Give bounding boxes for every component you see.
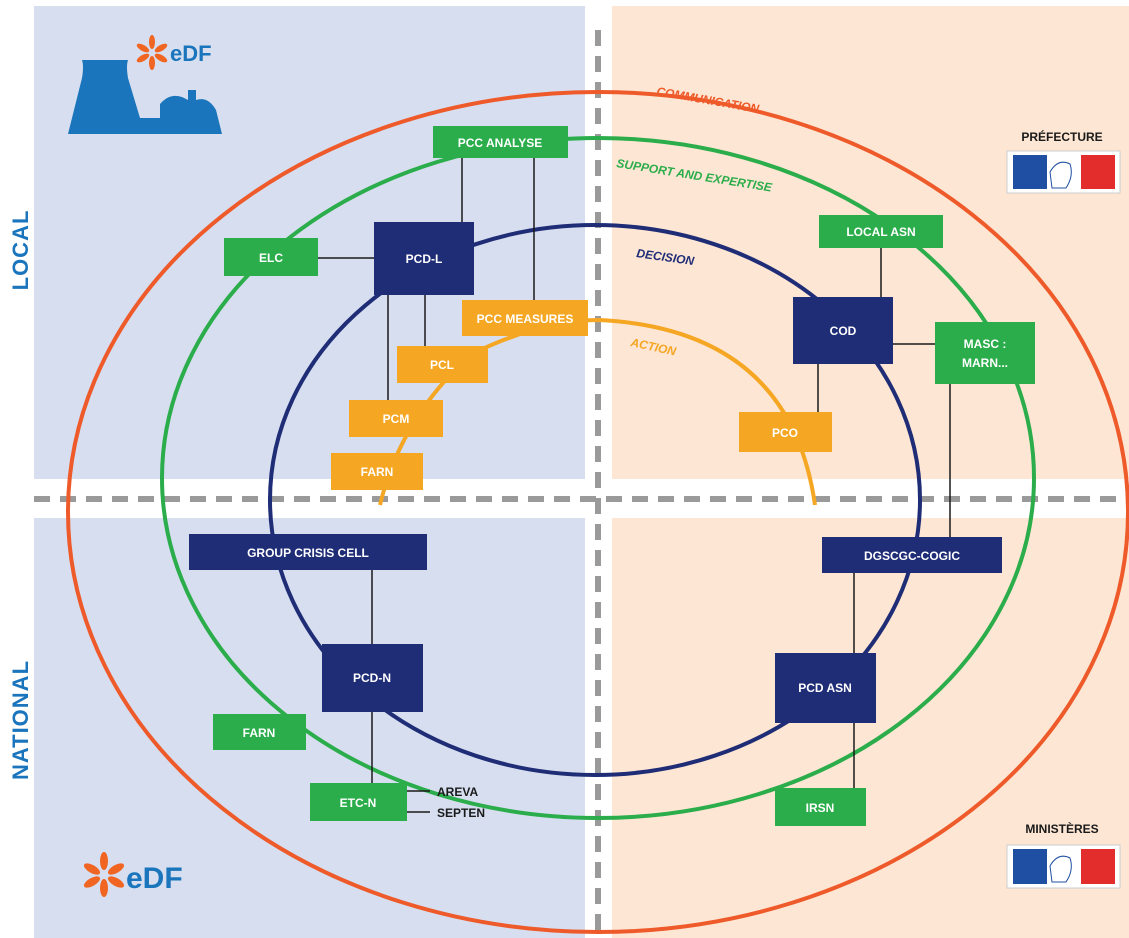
edf-logo-top: eDF <box>68 35 222 134</box>
svg-text:MARN...: MARN... <box>962 356 1008 370</box>
power-plant-icon <box>68 60 222 134</box>
marianne-flag-icon-ministeres <box>1006 844 1121 889</box>
etc-n-box: ETC-N <box>310 783 407 821</box>
irsn-box: IRSN <box>775 788 866 826</box>
edf-logo-bottom: eDF <box>83 852 183 897</box>
local-label: LOCAL <box>8 210 33 291</box>
svg-text:PCD ASN: PCD ASN <box>798 681 852 695</box>
pcd-n-box: PCD-N <box>322 644 423 712</box>
cod-box: COD <box>793 297 893 364</box>
svg-text:PCC ANALYSE: PCC ANALYSE <box>458 136 542 150</box>
decision-ring <box>268 223 922 777</box>
ministeres-label: MINISTÈRES <box>1025 821 1098 836</box>
pco-box: PCO <box>739 412 832 452</box>
svg-text:ELC: ELC <box>259 251 283 265</box>
svg-text:PCO: PCO <box>772 426 798 440</box>
marianne-flag-icon-prefecture <box>1006 150 1121 194</box>
pcl-box: PCL <box>397 346 488 383</box>
svg-text:COD: COD <box>830 324 857 338</box>
septen-label: SEPTEN <box>437 806 485 820</box>
communication-ring <box>66 90 1129 934</box>
svg-text:LOCAL ASN: LOCAL ASN <box>846 225 915 239</box>
local-asn-box: LOCAL ASN <box>819 215 943 248</box>
svg-text:PCM: PCM <box>383 412 410 426</box>
pcd-l-box: PCD-L <box>374 222 474 295</box>
national-label: NATIONAL <box>8 660 33 780</box>
dgscgc-cogic-box: DGSCGC-COGIC <box>822 537 1002 573</box>
support-expertise-ring <box>160 136 1036 820</box>
pcc-analyse-box: PCC ANALYSE <box>433 126 568 158</box>
masc-marn-box: MASC : MARN... <box>935 322 1035 384</box>
prefecture-label: PRÉFECTURE <box>1021 129 1102 144</box>
connector-lines <box>318 158 951 813</box>
svg-text:DGSCGC-COGIC: DGSCGC-COGIC <box>864 549 960 563</box>
farn-national-box: FARN <box>213 714 306 750</box>
elc-box: ELC <box>224 238 318 276</box>
svg-text:ETC-N: ETC-N <box>340 796 377 810</box>
svg-text:GROUP CRISIS CELL: GROUP CRISIS CELL <box>247 546 369 560</box>
svg-text:IRSN: IRSN <box>806 801 835 815</box>
svg-text:PCC MEASURES: PCC MEASURES <box>477 312 574 326</box>
pcm-box: PCM <box>349 400 443 437</box>
pcc-measures-box: PCC MEASURES <box>462 300 588 336</box>
pcd-asn-box: PCD ASN <box>775 653 876 723</box>
national-edf-quadrant <box>34 518 585 938</box>
farn-local-box: FARN <box>331 453 423 490</box>
areva-label: AREVA <box>437 785 478 799</box>
svg-text:MASC :: MASC : <box>964 337 1007 351</box>
svg-text:PCL: PCL <box>430 358 454 372</box>
edf-wordmark-bottom: eDF <box>126 862 183 895</box>
svg-text:FARN: FARN <box>243 726 276 740</box>
edf-flower-icon <box>83 852 125 897</box>
group-crisis-cell-box: GROUP CRISIS CELL <box>189 534 427 570</box>
svg-text:PCD-N: PCD-N <box>353 671 391 685</box>
edf-wordmark-top: eDF <box>170 41 212 66</box>
svg-text:FARN: FARN <box>361 465 394 479</box>
edf-flower-icon <box>136 35 168 70</box>
svg-text:PCD-L: PCD-L <box>406 252 443 266</box>
